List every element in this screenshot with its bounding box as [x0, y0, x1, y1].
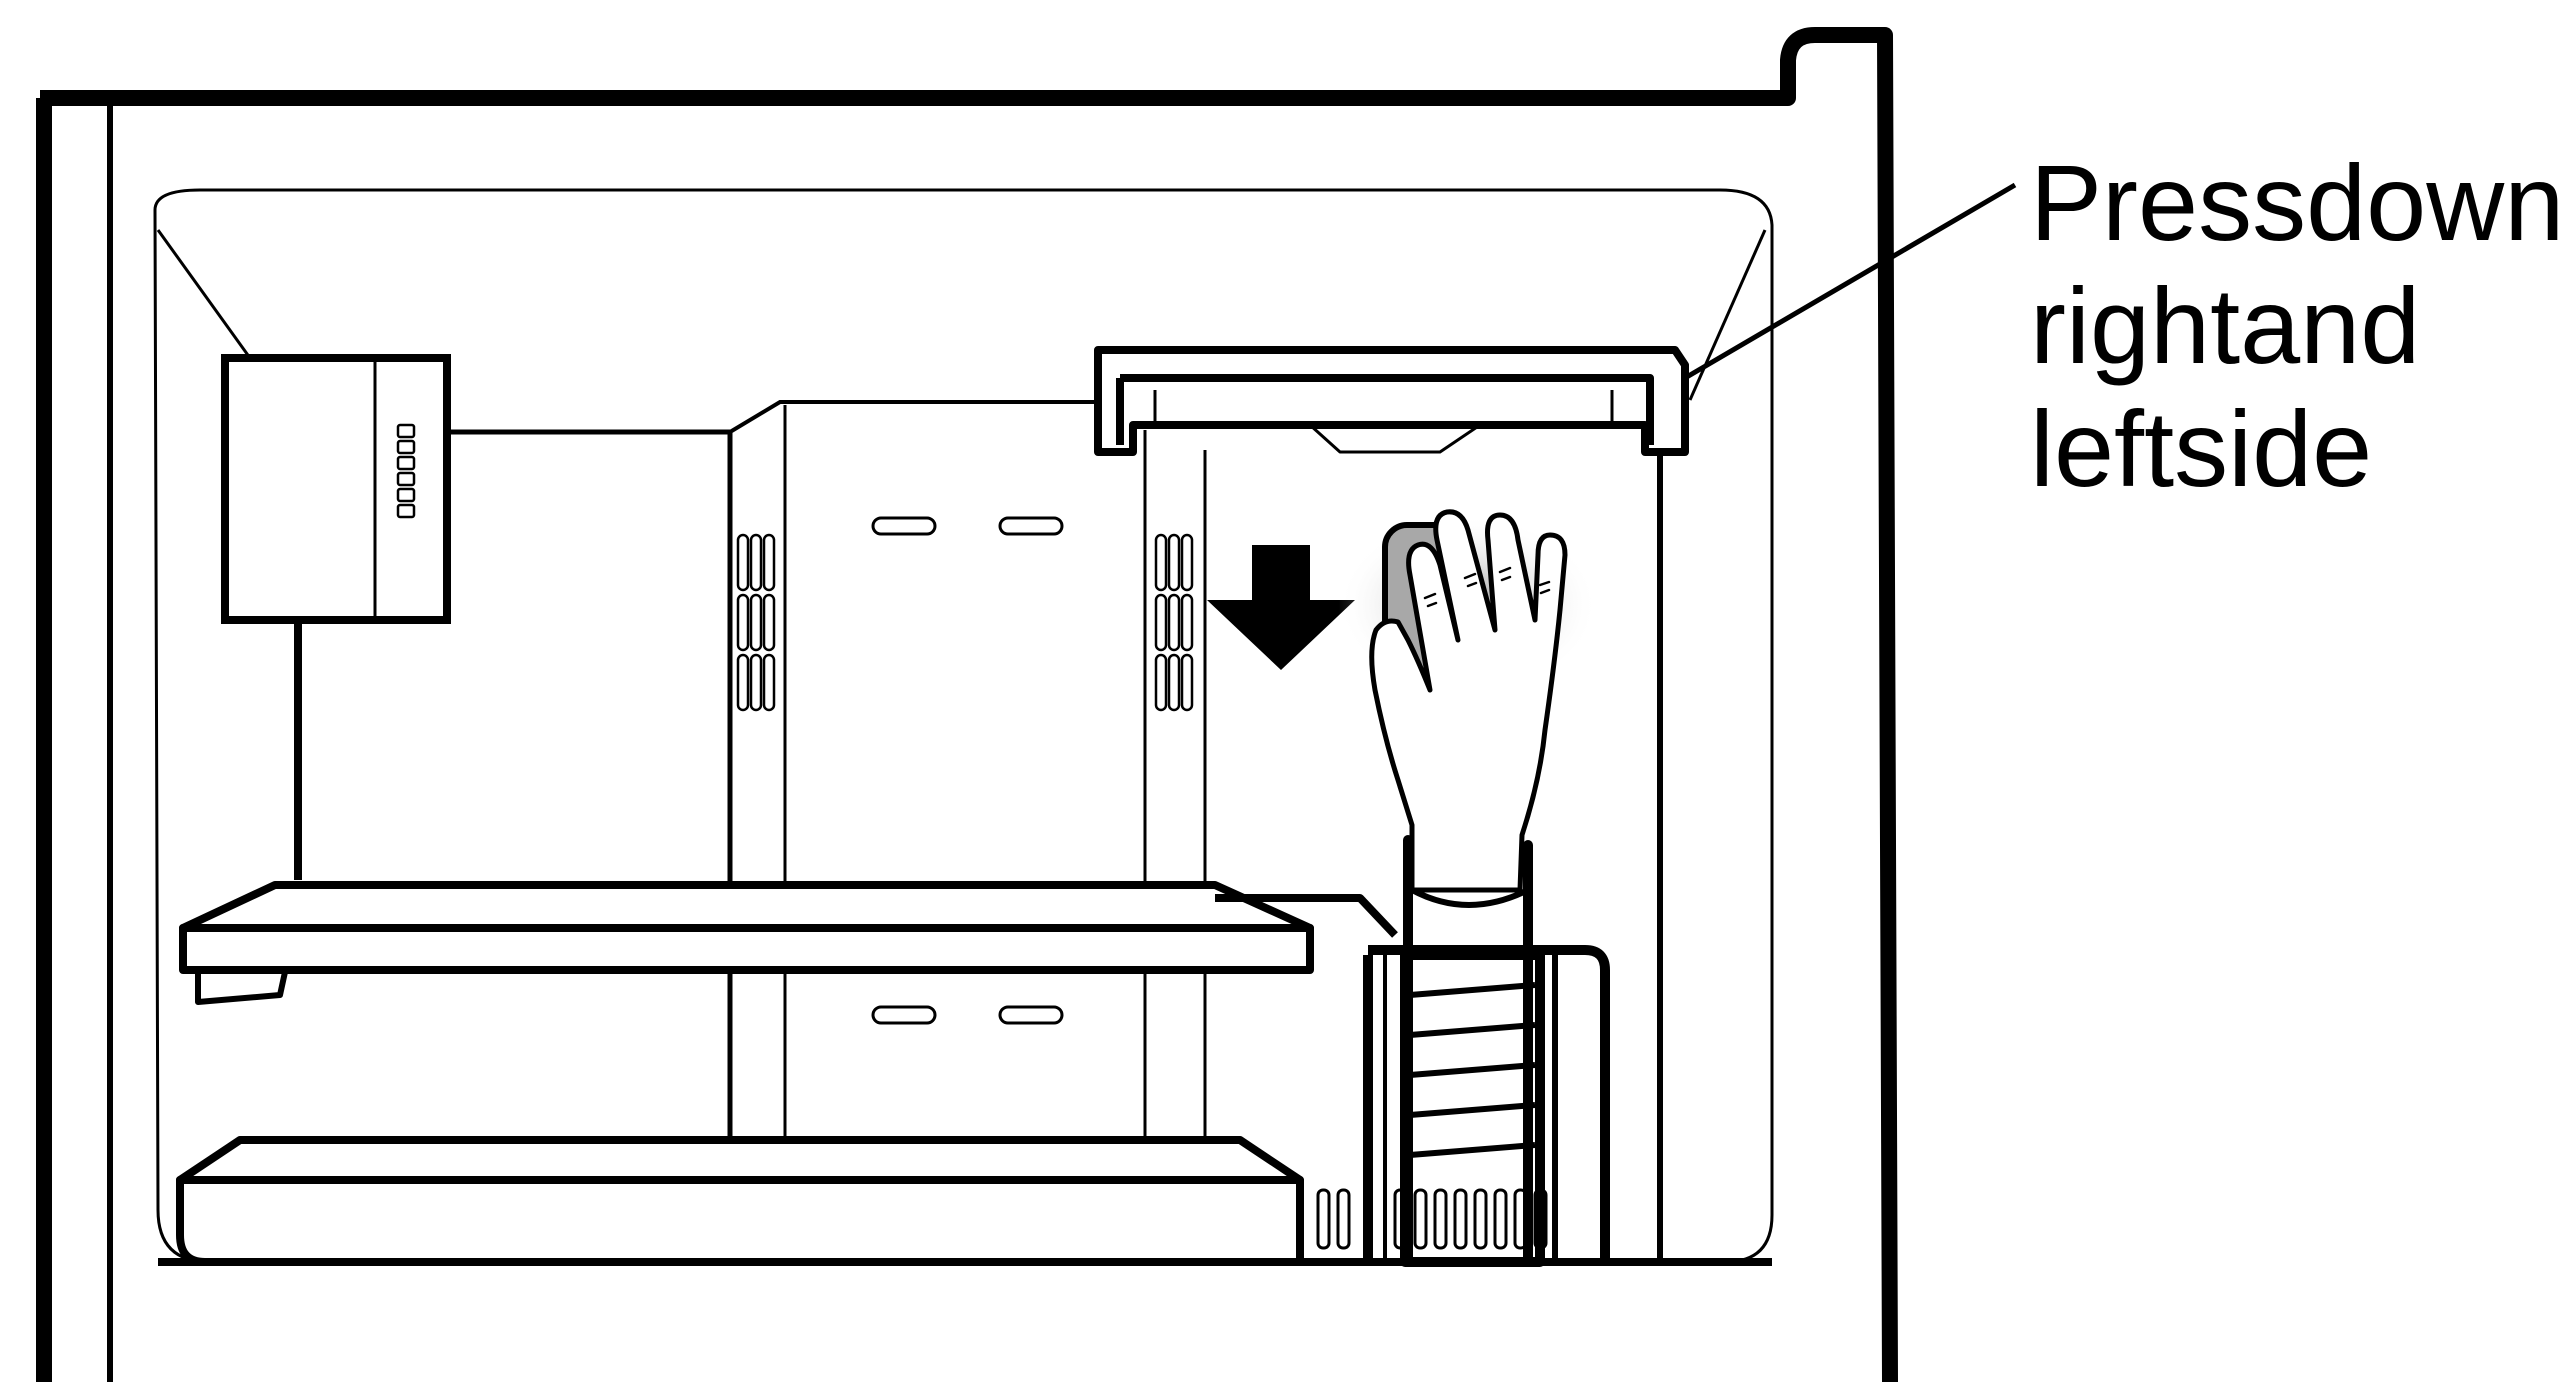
- callout-line-1: Pressdown: [2030, 142, 2564, 263]
- upper-shelf-bracket: [198, 970, 285, 1002]
- top-cover-outer: [1098, 350, 1685, 452]
- liner-corner-top-left: [158, 230, 250, 358]
- callout-leader-line: [1685, 185, 2015, 378]
- lower-shelf: [180, 1140, 1300, 1262]
- lower-shelf-front: [180, 1180, 1300, 1262]
- left-vent-grille: [738, 535, 774, 710]
- back-wall-panel: [447, 402, 1205, 1140]
- right-vent-grille: [1156, 535, 1192, 710]
- lower-shelf-top: [180, 1140, 1300, 1180]
- down-arrow-icon: [1207, 545, 1355, 670]
- liner-corner-top-right: [1690, 230, 1765, 400]
- upper-shelf-top: [183, 885, 1310, 928]
- callout-line-3: leftside: [2030, 388, 2372, 509]
- top-cover: [1098, 350, 1685, 452]
- control-box: [225, 358, 447, 880]
- bottom-vent-slots: [1318, 1190, 1546, 1248]
- top-cover-tab: [1160, 425, 1640, 452]
- callout-line-2: rightand: [2030, 265, 2420, 386]
- upper-shelf-front: [183, 928, 1310, 970]
- ladder-rungs: [1410, 985, 1535, 1155]
- upper-shelf: [183, 885, 1310, 1002]
- callout-label: Pressdown rightand leftside: [2030, 142, 2564, 509]
